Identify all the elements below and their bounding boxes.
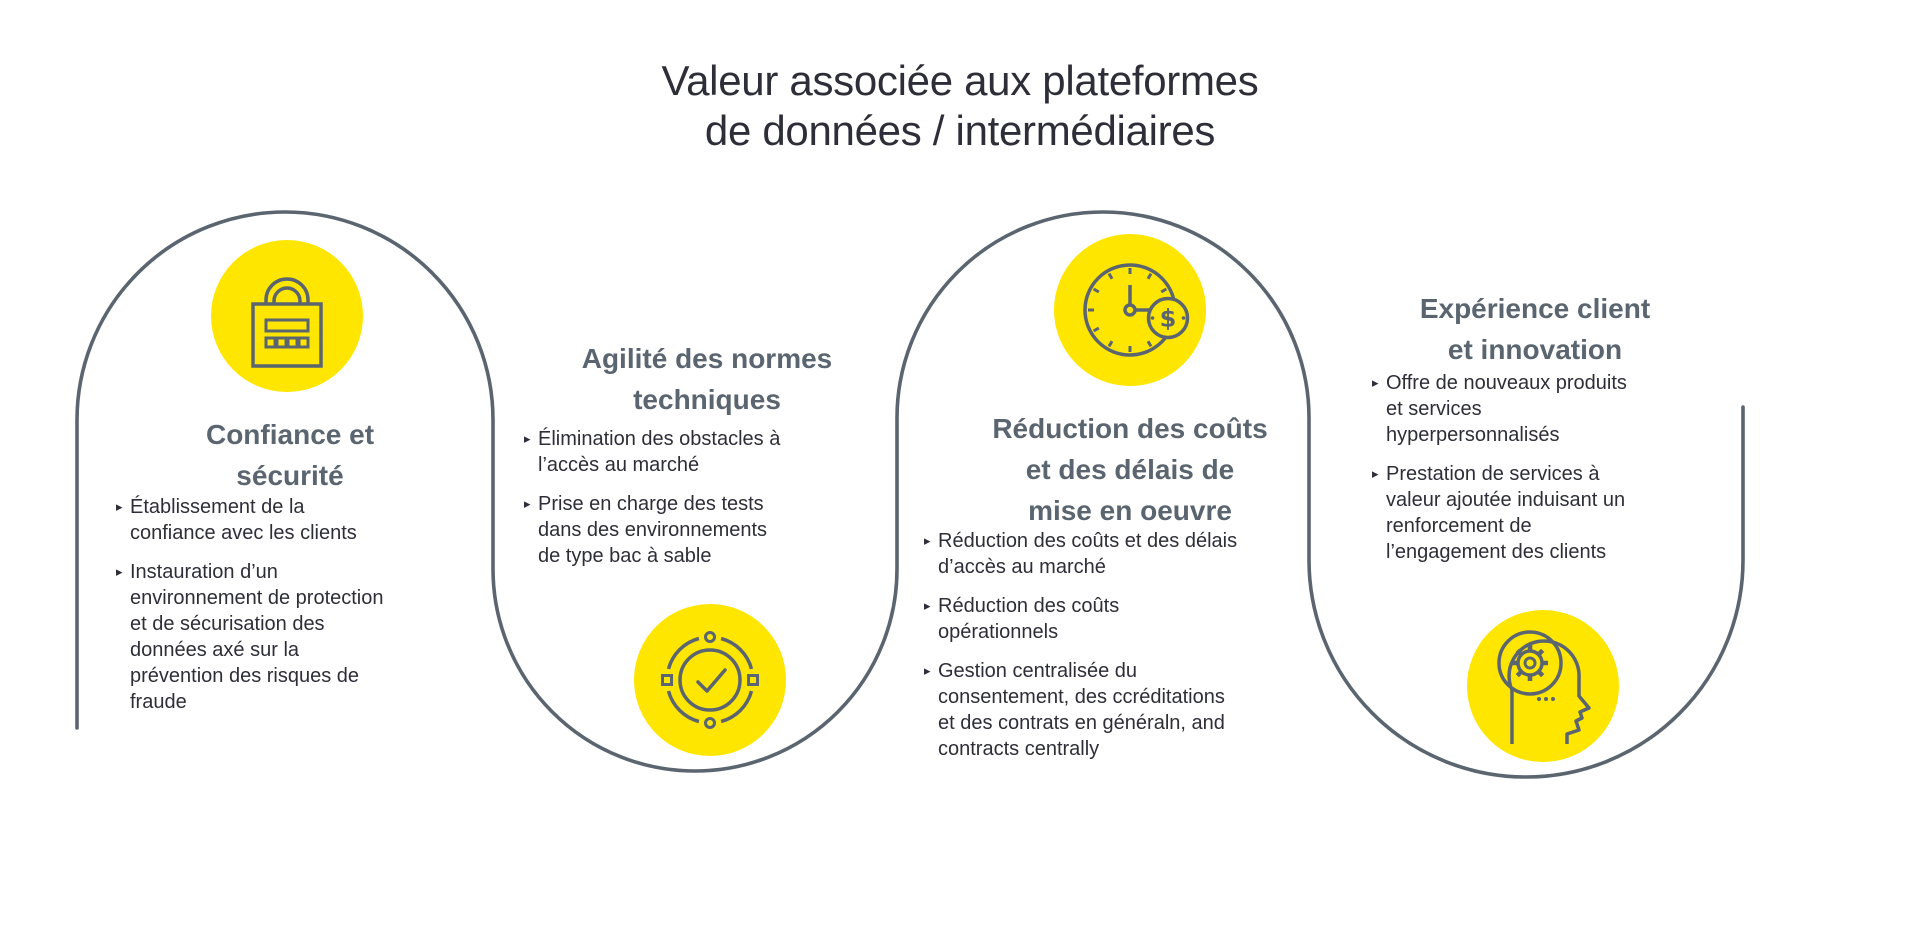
section-title-line: et des délais de (1025, 454, 1235, 485)
page-title-line2: de données / intermédiaires (704, 107, 1216, 154)
bullet-marker-icon: ▸ (1372, 375, 1379, 390)
yellow-circle (1467, 610, 1619, 762)
bullet-item: ▸ Prestation de services à valeur ajoutée… (1372, 461, 1634, 565)
bullet-text: Offre de nouveaux produits et services h… (1386, 372, 1627, 446)
section-title-line: sécurité (236, 460, 344, 491)
bullet-item: ▸ Instauration d’un environnement de prot… (116, 559, 388, 715)
section-title-reduction: Réduction des coûts et des délais de mis… (930, 408, 1330, 531)
bullet-text: Prise en charge des tests dans des envir… (538, 493, 768, 567)
bullet-text: Réduction des coûts et des délais d’accè… (938, 530, 1238, 578)
medallion-cost: $ (1054, 234, 1206, 386)
section-title-experience: Expérience client et innovation (1335, 288, 1735, 370)
bullet-marker-icon: ▸ (116, 564, 123, 579)
bullet-marker-icon: ▸ (116, 499, 123, 514)
section-title-line: Agilité des normes (581, 343, 833, 374)
serpentine-path (75, 210, 1745, 779)
bullet-marker-icon: ▸ (524, 431, 531, 446)
section-bullets-reduction: ▸ Réduction des coûts et des délais d’acc… (924, 528, 1241, 775)
head-gear-icon (1497, 630, 1591, 744)
bullet-text: Gestion centralisée du consentement, des… (938, 660, 1225, 760)
section-title-line: Confiance et (205, 419, 375, 450)
section-title-agilite: Agilité des normes techniques (507, 338, 907, 420)
page-title: Valeur associée aux plateformes de donné… (0, 56, 1920, 156)
bullet-marker-icon: ▸ (924, 533, 931, 548)
section-title-line: Réduction des coûts (992, 413, 1268, 444)
medallion-agility (634, 604, 786, 756)
bullet-item: ▸ Établissement de la confiance avec les … (116, 494, 388, 546)
bullet-text: Établissement de la confiance avec les c… (130, 496, 357, 544)
bullet-marker-icon: ▸ (1372, 466, 1379, 481)
yellow-circle (634, 604, 786, 756)
bullet-marker-icon: ▸ (524, 496, 531, 511)
section-title-line: Expérience client (1419, 293, 1651, 324)
bullet-text: Prestation de services à valeur ajoutée … (1386, 463, 1626, 563)
svg-text:$: $ (1160, 305, 1177, 333)
target-check-icon (661, 631, 759, 729)
bullet-item: ▸ Réduction des coûts et des délais d’acc… (924, 528, 1241, 580)
clock-dollar-icon: $ (1083, 263, 1190, 357)
bullet-item: ▸ Offre de nouveaux produits et services … (1372, 370, 1634, 448)
medallion-trust (211, 240, 363, 392)
bullet-text: Réduction des coûts opérationnels (938, 595, 1120, 643)
yellow-circle (211, 240, 363, 392)
section-title-line: techniques (633, 384, 781, 415)
page-title-line1: Valeur associée aux plateformes (661, 57, 1259, 104)
bullet-item: ▸ Réduction des coûts opérationnels (924, 593, 1241, 645)
section-title-line: et innovation (1447, 334, 1623, 365)
bullet-marker-icon: ▸ (924, 598, 931, 613)
bullet-item: ▸ Prise en charge des tests dans des envi… (524, 491, 786, 569)
section-bullets-agilite: ▸ Élimination des obstacles à l’accès au … (524, 426, 786, 582)
section-bullets-experience: ▸ Offre de nouveaux produits et services … (1372, 370, 1634, 578)
bullet-marker-icon: ▸ (924, 663, 931, 678)
bullet-text: Instauration d’un environnement de prote… (130, 561, 384, 713)
bullet-item: ▸ Élimination des obstacles à l’accès au … (524, 426, 786, 478)
section-bullets-confiance: ▸ Établissement de la confiance avec les … (116, 494, 388, 728)
section-title-line: mise en oeuvre (1028, 495, 1232, 526)
lock-icon (251, 277, 323, 368)
bullet-item: ▸ Gestion centralisée du consentement, de… (924, 658, 1241, 762)
medallion-experience (1467, 610, 1619, 762)
section-title-confiance: Confiance et sécurité (90, 414, 490, 496)
bullet-text: Élimination des obstacles à l’accès au m… (538, 428, 781, 476)
